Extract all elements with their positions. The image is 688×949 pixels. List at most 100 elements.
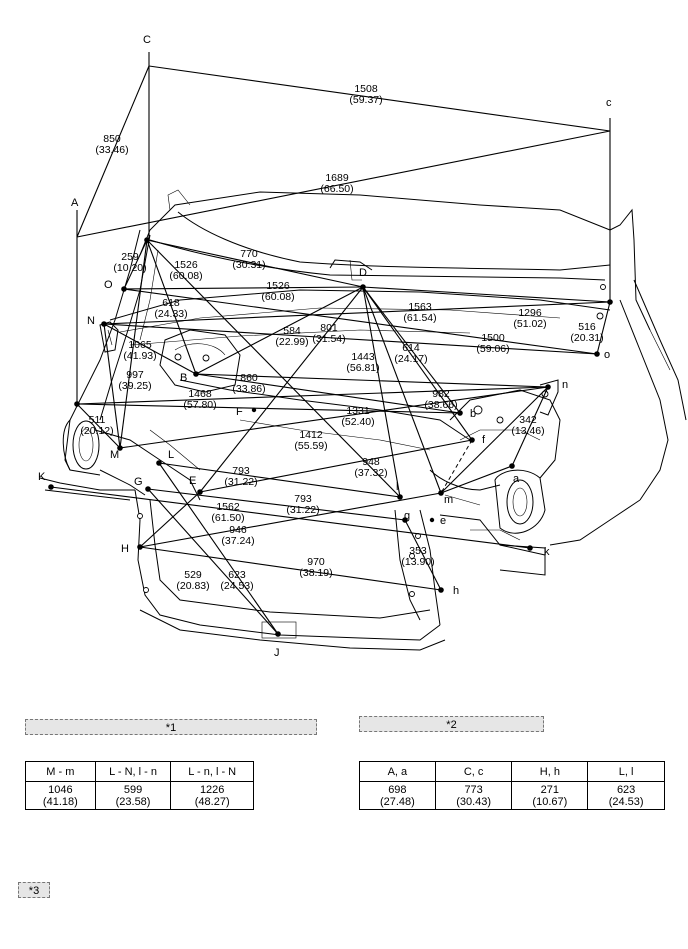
point-label-M: M [110, 449, 119, 461]
dim-G-J: 623(24.53) [220, 569, 253, 592]
measurement-points [48, 237, 613, 637]
dim-B-n: 1443(56.81) [346, 351, 379, 374]
point-H-marker [137, 544, 143, 550]
point-label-a: a [513, 473, 520, 485]
measurement-lines [50, 52, 611, 635]
table-header-cell: L - n, l - N [170, 761, 254, 782]
point-labels: C c A D O N o B n F b f M L K a G E l m … [38, 34, 612, 659]
point-F-marker [251, 407, 257, 413]
point-label-f: f [482, 434, 486, 446]
point-o-marker [594, 351, 600, 357]
point-N-marker [101, 321, 107, 327]
point-D-marker [360, 284, 366, 290]
dim-C-c: 1508(59.37) [349, 83, 382, 106]
table-cell: 271(10.67) [511, 781, 589, 810]
point-label-l: l [396, 481, 398, 493]
table-header-cell: H, h [511, 761, 589, 782]
table-header-row: M - m L - N, l - n L - n, l - N [25, 761, 254, 782]
point-label-D: D [359, 267, 367, 279]
point-k-marker [527, 545, 533, 551]
point-label-E: E [189, 475, 196, 487]
point-g-marker [402, 517, 408, 523]
dim-A-c: 1689(66.50) [320, 172, 353, 195]
dim-N-B: 997(39.25) [118, 369, 151, 392]
point-label-h: h [453, 585, 459, 597]
point-label-c: c [606, 97, 612, 109]
table-header-cell: A, a [359, 761, 436, 782]
dim-c-N: 1296(51.02) [513, 307, 546, 330]
dim-K-k: 1562(61.50) [211, 501, 244, 524]
table-cell: 698(27.48) [359, 781, 436, 810]
dim-G-g: 793(31.22) [286, 493, 319, 516]
table-row: 1046(41.18) 599(23.58) 1226(48.27) [25, 781, 254, 810]
dim-L-l: 793(31.22) [224, 465, 257, 488]
point-e-marker [429, 517, 435, 523]
dim-D-B: 584(22.99) [275, 325, 308, 348]
dim-H-J: 529(20.83) [176, 569, 209, 592]
point-label-e: e [440, 515, 446, 527]
table-cell: 1226(48.27) [170, 781, 254, 810]
point-G-marker [145, 486, 151, 492]
point-c-marker [607, 299, 613, 305]
dim-C-o: 1526(60.08) [169, 259, 202, 282]
point-E-marker [197, 489, 203, 495]
point-label-H: H [121, 543, 129, 555]
dim-A-C: 850(33.46) [95, 133, 128, 156]
point-C-marker [144, 237, 150, 243]
dim-D-f: 982(38.66) [424, 388, 457, 411]
dimension-table-2: A, a C, c H, h L, l 698(27.48) 773(30.43… [359, 761, 665, 810]
point-label-g: g [404, 510, 410, 522]
dim-D-l: 948(37.32) [354, 456, 387, 479]
dim-C-D: 770(30.31) [232, 248, 265, 271]
point-b-marker [457, 410, 463, 416]
point-label-K: K [38, 471, 46, 483]
dim-M-n: 1331(52.40) [341, 405, 374, 428]
point-label-L: L [168, 449, 174, 461]
dim-C-M: 1065(41.93) [123, 339, 156, 362]
point-K-marker [48, 484, 54, 490]
table-cell: 1046(41.18) [25, 781, 96, 810]
point-label-m: m [444, 494, 453, 506]
dim-O-D: 1526(60.08) [261, 280, 294, 303]
dimension-labels: 1508(59.37) 850(33.46) 1689(66.50) 770(3… [80, 83, 603, 592]
dim-g-h: 353(13.90) [401, 545, 434, 568]
reference-box-3: *3 [18, 882, 50, 898]
table-header-row: A, a C, c H, h L, l [359, 761, 665, 782]
point-A-marker [74, 401, 80, 407]
reference-box-2: *2 [359, 716, 544, 732]
table-header-cell: L, l [587, 761, 665, 782]
dim-C-B: 618(24.33) [154, 297, 187, 320]
dim-H-h: 970(38.19) [299, 556, 332, 579]
point-label-G: G [134, 476, 143, 488]
dim-D-E: 801(31.54) [312, 322, 345, 345]
point-label-N: N [87, 315, 95, 327]
point-label-n: n [562, 379, 568, 391]
point-B-marker [193, 371, 199, 377]
table-header-cell: L - N, l - n [94, 761, 172, 782]
table-cell: 599(23.58) [94, 781, 172, 810]
dim-A-n: 1468(57.80) [183, 388, 216, 411]
point-L-marker [156, 460, 162, 466]
table-cell: 773(30.43) [434, 781, 513, 810]
point-label-C: C [143, 34, 151, 46]
point-J-marker [275, 631, 281, 637]
point-a-marker [509, 463, 515, 469]
table-header-cell: M - m [25, 761, 96, 782]
point-label-o: o [604, 349, 610, 361]
point-label-O: O [104, 279, 113, 291]
table-header-cell: C, c [434, 761, 513, 782]
point-f-marker [469, 437, 475, 443]
dim-A-M: 511(20.12) [80, 414, 113, 437]
dim-N-o: 1500(59.06) [476, 332, 509, 355]
reference-box-1: *1 [25, 719, 317, 735]
point-label-b: b [470, 408, 476, 420]
dim-o-c: 516(20.31) [570, 321, 603, 344]
point-O-marker [121, 286, 127, 292]
dim-C-O: 259(10.20) [113, 251, 146, 274]
dim-A-b: 1412(55.59) [294, 429, 327, 452]
point-label-J: J [274, 647, 280, 659]
point-h-marker [438, 587, 444, 593]
point-n-marker [545, 384, 551, 390]
dim-H-m: 946(37.24) [221, 524, 254, 547]
point-M-marker [117, 445, 123, 451]
